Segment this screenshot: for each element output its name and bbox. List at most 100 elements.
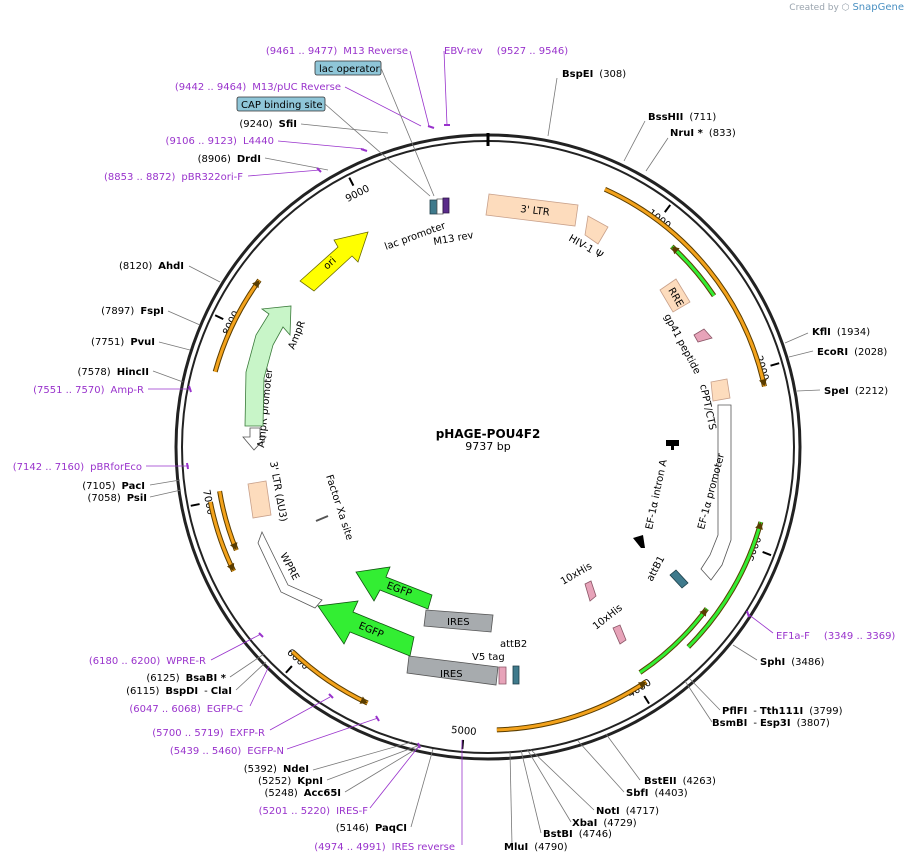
feature-ires-1[interactable] <box>423 609 494 633</box>
feature-gp41-label: gp41 peptide <box>661 312 702 376</box>
feature-10xhis-1[interactable] <box>584 580 597 602</box>
site-xbai[interactable]: XbaI(4729) <box>572 818 637 829</box>
orf-arrowhead <box>359 696 368 704</box>
ring-tick <box>643 695 650 705</box>
primer-l4440[interactable]: (9106 .. 9123)L4440 <box>166 136 274 147</box>
site-ndei[interactable]: (5392)NdeI <box>244 764 309 775</box>
orf-arc-outline <box>496 679 648 733</box>
feature-3ltr-du3[interactable] <box>247 480 272 519</box>
site-psii[interactable]: (7058)PsiI <box>87 493 147 504</box>
site-drdi[interactable]: (8906)DrdI <box>198 154 261 165</box>
feature-v5-tag[interactable] <box>498 666 507 685</box>
feature-3ltr[interactable] <box>485 193 579 227</box>
site-bsshii[interactable]: BssHII(711) <box>648 112 716 123</box>
site-kpni[interactable]: (5252)KpnI <box>258 776 323 787</box>
feature-intron-start <box>666 440 679 450</box>
feature-egfp-1[interactable] <box>355 566 433 610</box>
site-sfii[interactable]: (9240)SfiI <box>239 119 297 130</box>
orf-arc[interactable] <box>604 187 766 387</box>
site-kfli[interactable]: KflI(1934) <box>812 327 870 338</box>
site-bsabi[interactable]: (6125)BsaBI * <box>146 673 226 684</box>
feature-attb2-label: attB2 <box>500 639 527 650</box>
primer-labels: (9461 .. 9477)M13 Reverse EBV-rev(9527 .… <box>13 46 896 853</box>
site-mlui[interactable]: MluI(4790) <box>504 842 568 853</box>
feature-v5-label: V5 tag <box>472 652 505 663</box>
primer-egfp-n[interactable]: (5439 .. 5460)EGFP-N <box>170 746 284 757</box>
orf-arrowhead <box>699 608 707 617</box>
site-hincii[interactable]: (7578)HincII <box>77 367 149 378</box>
feature-ampr-promoter[interactable] <box>242 427 267 451</box>
feature-gp41[interactable] <box>693 328 713 343</box>
primer-ebv-rev[interactable]: EBV-rev(9527 .. 9546) <box>444 46 568 57</box>
site-noti[interactable]: NotI(4717) <box>596 806 659 817</box>
feature-egfp-2[interactable] <box>317 600 415 657</box>
site-bsmbi[interactable]: BsmBI-Esp3I(3807) <box>712 718 830 729</box>
orf-arrowhead <box>671 246 680 255</box>
lac-operator-leader <box>380 67 435 197</box>
site-spei[interactable]: SpeI(2212) <box>824 386 888 397</box>
site-sphi[interactable]: SphI(3486) <box>760 657 825 668</box>
primer-pbr322ori-f[interactable]: (8853 .. 8872)pBR322ori-F <box>104 172 243 183</box>
site-bstbi[interactable]: BstBI(4746) <box>543 829 612 840</box>
feature-hiv-psi[interactable] <box>584 215 609 245</box>
site-bsteii[interactable]: BstEII(4263) <box>644 776 716 787</box>
lac-operator-label: lac operator <box>319 64 380 75</box>
orf-arc[interactable] <box>213 279 261 373</box>
feature-m13-rev[interactable] <box>442 197 450 214</box>
feature-wpre[interactable] <box>257 530 323 609</box>
primer-m13-reverse[interactable]: (9461 .. 9477)M13 Reverse <box>266 46 408 57</box>
feature-attb1-label: attB1 <box>645 554 667 583</box>
primer-exfp-r[interactable]: (5700 .. 5719)EXFP-R <box>152 728 265 739</box>
site-sbfi[interactable]: SbfI(4403) <box>626 788 688 799</box>
plasmid-length: 9737 bp <box>465 440 510 453</box>
feature-ires2-label: IRES <box>440 669 463 680</box>
primer-amp-r[interactable]: (7551 .. 7570)Amp-R <box>33 385 144 396</box>
site-paqci[interactable]: (5146)PaqCI <box>336 823 407 834</box>
feature-intron-end <box>633 535 645 548</box>
site-nrui[interactable]: NruI *(833) <box>670 128 736 139</box>
feature-lac-promoter[interactable] <box>436 198 444 215</box>
primer-wpre-r[interactable]: (6180 .. 6200)WPRE-R <box>89 656 206 667</box>
feature-ires1-label: IRES <box>447 617 470 628</box>
feature-ires-2[interactable] <box>406 655 499 686</box>
ring-tick <box>762 551 772 557</box>
primer-ef1a-f[interactable]: EF1a-F(3349 .. 3369) <box>776 631 895 642</box>
orf-arrowhead <box>226 562 235 571</box>
site-paci[interactable]: (7105)PacI <box>82 481 145 492</box>
ring-tick <box>190 503 200 507</box>
feature-factor-xa[interactable] <box>315 515 329 522</box>
site-bspdi[interactable]: (6115)BspDI-ClaI <box>126 686 232 697</box>
orf-arc[interactable] <box>687 521 763 648</box>
feature-cap-site[interactable] <box>429 199 438 215</box>
site-bspei[interactable]: BspEI(308) <box>562 69 626 80</box>
site-ahdi[interactable]: (8120)AhdI <box>119 261 184 272</box>
snapgene-credit: Created by ⬡ SnapGene <box>789 2 904 13</box>
primer-egfp-c[interactable]: (6047 .. 6068)EGFP-C <box>129 704 243 715</box>
snapgene-logo-icon: ⬡ <box>841 3 850 13</box>
primer-m13-puc-reverse[interactable]: (9442 .. 9464)M13/pUC Reverse <box>175 82 341 93</box>
feature-ori[interactable] <box>299 231 369 292</box>
site-fspi[interactable]: (7897)FspI <box>101 306 164 317</box>
ring-tick <box>461 739 465 749</box>
site-pflfi[interactable]: PflFI-Tth111I(3799) <box>722 706 843 717</box>
feature-cppt[interactable] <box>710 378 731 402</box>
primer-leaders <box>146 50 774 845</box>
primer-ires-f[interactable]: (5201 .. 5220)IRES-F <box>259 806 369 817</box>
feature-10xhis-2[interactable] <box>612 624 627 645</box>
feature-rre[interactable] <box>659 278 691 313</box>
ring-tick-label: 5000 <box>451 725 477 738</box>
feature-attb1[interactable] <box>669 569 689 589</box>
orf-arc[interactable] <box>496 680 647 732</box>
site-ecori[interactable]: EcoRI(2028) <box>817 347 887 358</box>
site-acc65i[interactable]: (5248)Acc65I <box>265 788 342 799</box>
primer-pbrforeco[interactable]: (7142 .. 7160)pBRforEco <box>13 462 142 473</box>
site-leaders-right <box>509 77 821 846</box>
primer-ires-reverse[interactable]: (4974 .. 4991)IRES reverse <box>314 842 455 853</box>
cap-binding-label: CAP binding site <box>241 100 323 111</box>
ring-tick <box>214 314 224 321</box>
feature-attb2[interactable] <box>512 665 520 685</box>
feature-ampr[interactable] <box>244 305 292 427</box>
feature-ef1a-promoter[interactable] <box>700 404 732 581</box>
site-pvui[interactable]: (7751)PvuI <box>91 337 155 348</box>
